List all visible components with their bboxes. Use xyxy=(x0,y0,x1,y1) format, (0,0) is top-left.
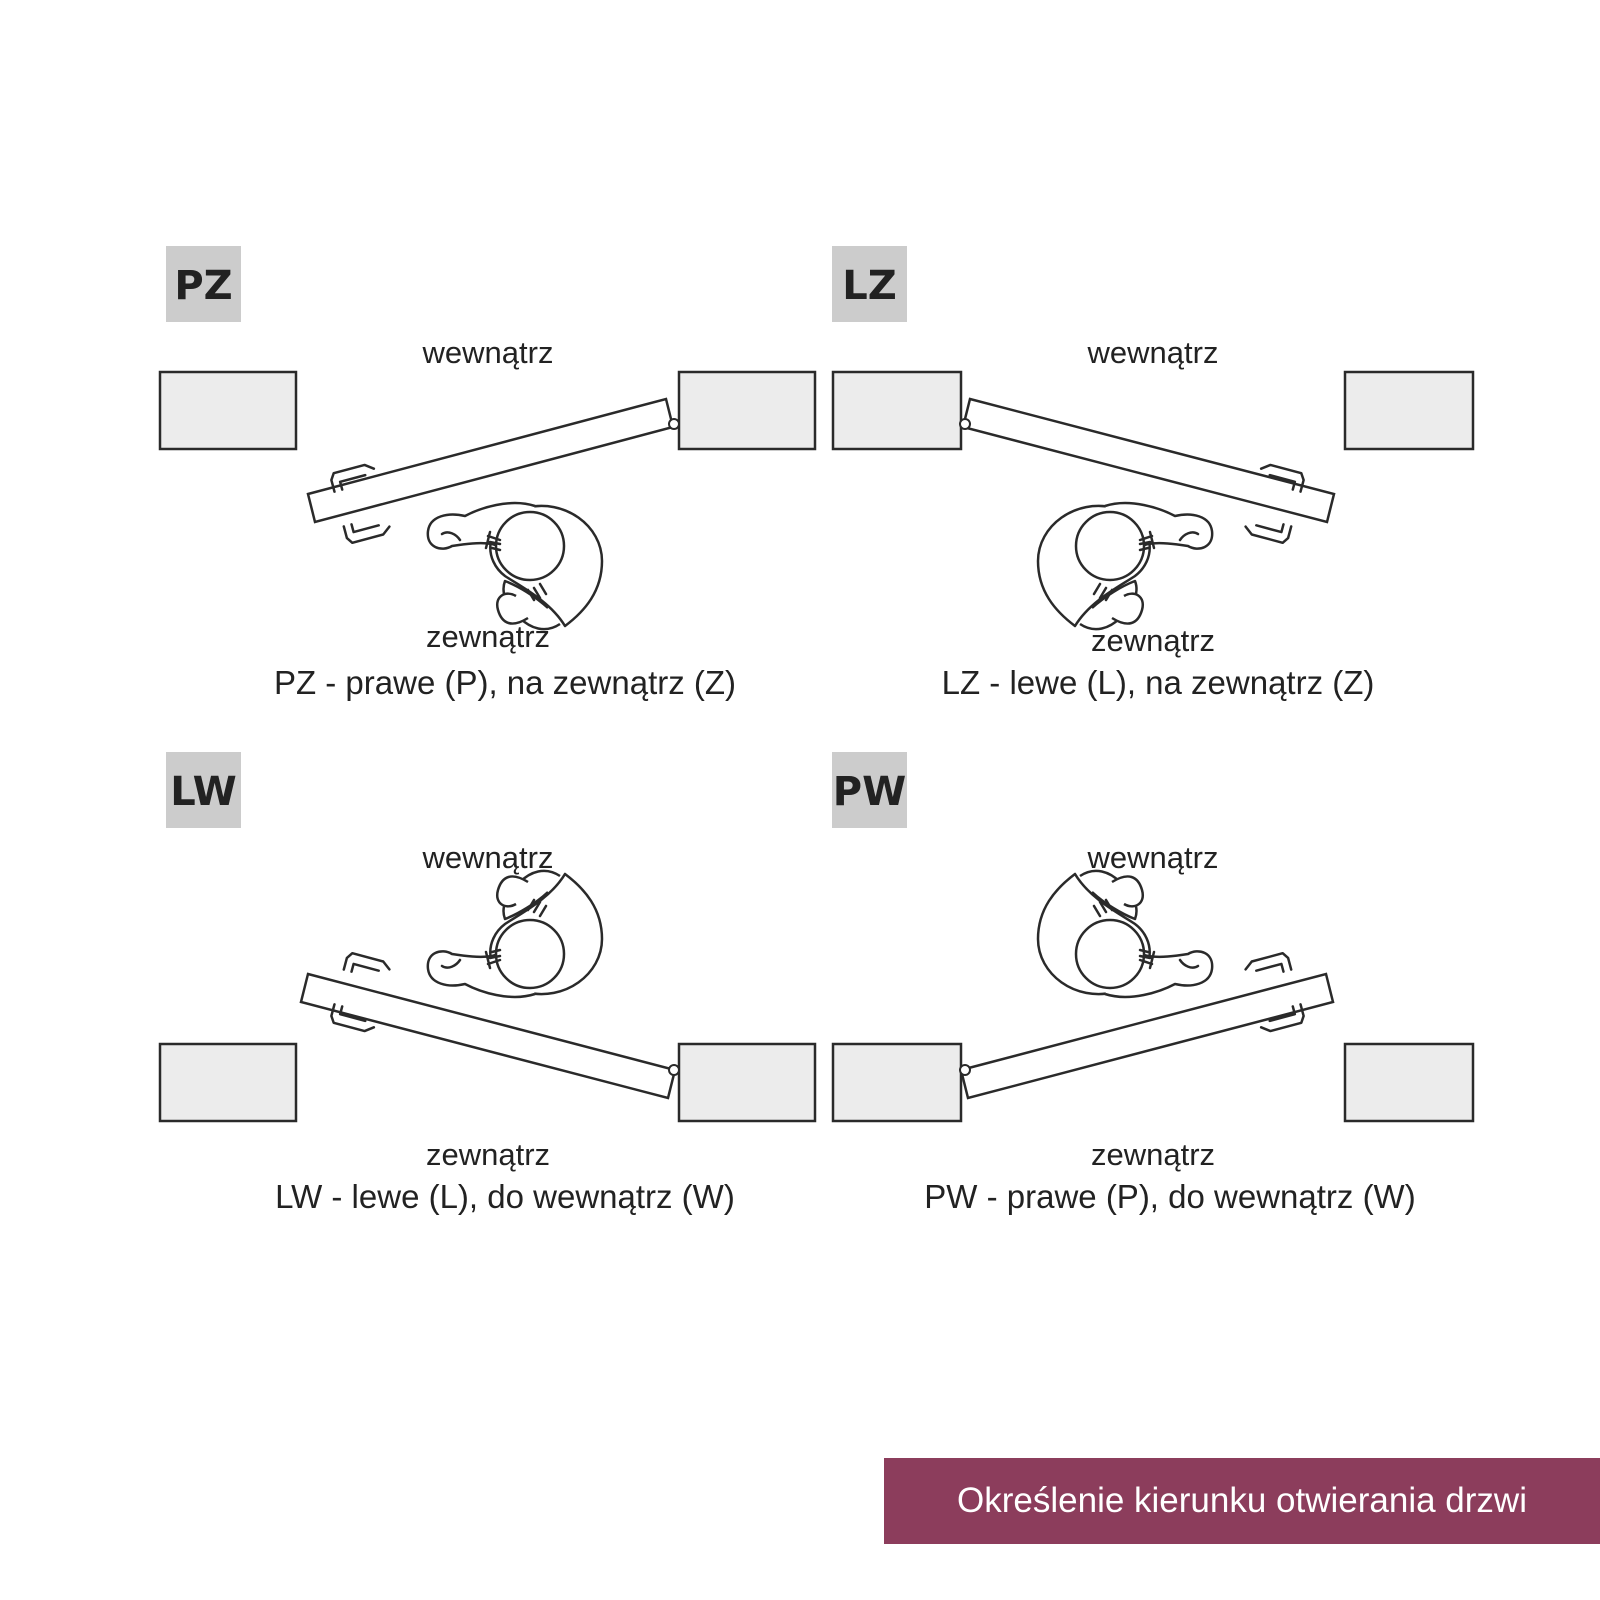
panel-caption: LW - lewe (L), do wewnątrz (W) xyxy=(275,1178,735,1215)
panel-lz: LZ wewnątrz zewnątrz LZ - lewe (L), na z… xyxy=(831,246,1475,701)
panel-caption: PZ - prawe (P), na zewnątrz (Z) xyxy=(274,664,736,701)
hinge-icon xyxy=(959,1064,971,1076)
panel-code: LW xyxy=(170,769,237,815)
panel-badge xyxy=(832,752,907,828)
panel-caption: LZ - lewe (L), na zewnątrz (Z) xyxy=(942,664,1375,701)
panel-badge xyxy=(832,246,907,322)
wall-left xyxy=(831,1042,963,1123)
hinge-icon xyxy=(959,418,971,430)
panel-code: LZ xyxy=(842,263,897,309)
person-topview-icon xyxy=(426,869,604,999)
footer-banner: Określenie kierunku otwierania drzwi xyxy=(884,1458,1600,1544)
outside-label: zewnątrz xyxy=(1091,623,1215,658)
hinge-icon xyxy=(668,1064,680,1076)
inside-label: wewnątrz xyxy=(422,840,554,875)
panel-code: PZ xyxy=(174,263,232,309)
panel-lw: LW wewnątrz zewnątrz LW - lewe (L), do w… xyxy=(158,752,817,1215)
door-leaf xyxy=(959,972,1335,1100)
footer-title: Określenie kierunku otwierania drzwi xyxy=(957,1481,1527,1520)
wall-right xyxy=(677,1042,817,1123)
outside-label: zewnątrz xyxy=(1091,1137,1215,1172)
person-topview-icon xyxy=(1036,501,1214,631)
door-leaf xyxy=(961,397,1336,524)
wall-right xyxy=(1343,370,1475,451)
wall-left xyxy=(158,370,298,451)
panel-caption: PW - prawe (P), do wewnątrz (W) xyxy=(924,1178,1415,1215)
door-leaf xyxy=(306,397,675,524)
panel-pw: PW wewnątrz zewnątrz PW - prawe (P), do … xyxy=(831,752,1475,1215)
wall-right xyxy=(1343,1042,1475,1123)
panel-badge xyxy=(166,246,241,322)
door-leaf xyxy=(299,972,677,1100)
wall-left xyxy=(158,1042,298,1123)
outside-label: zewnątrz xyxy=(426,1137,550,1172)
hinge-icon xyxy=(668,418,680,430)
outside-label: zewnątrz xyxy=(426,619,550,654)
inside-label: wewnątrz xyxy=(1087,840,1219,875)
panel-code: PW xyxy=(833,769,906,815)
panel-badge xyxy=(166,752,241,828)
person-topview-icon xyxy=(426,501,604,631)
inside-label: wewnątrz xyxy=(1087,335,1219,370)
person-topview-icon xyxy=(1036,869,1214,999)
wall-right xyxy=(677,370,817,451)
wall-left xyxy=(831,370,963,451)
inside-label: wewnątrz xyxy=(422,335,554,370)
panel-pz: PZ wewnątrz zewnątrz PZ - prawe (P), na … xyxy=(158,246,817,701)
